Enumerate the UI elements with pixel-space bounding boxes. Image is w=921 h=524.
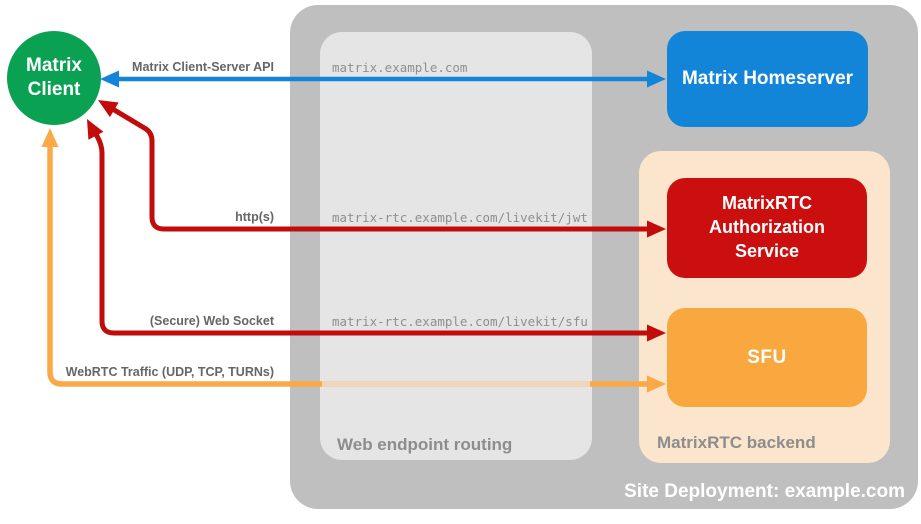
sfu-node: SFU	[667, 308, 867, 407]
arrowhead-icon	[87, 119, 104, 140]
matrix-client-node: Matrix Client	[7, 31, 101, 125]
endpoint-matrix-example-com: matrix.example.com	[332, 60, 468, 75]
arrowhead-icon	[98, 100, 119, 118]
matrix-client-label-line2: Client	[27, 79, 81, 100]
site-deployment-label: Site Deployment: example.com	[624, 481, 905, 502]
auth-service-label-line1: MatrixRTC	[721, 193, 812, 214]
matrix-homeserver-node: Matrix Homeserver	[667, 31, 868, 127]
arrowhead-icon	[100, 70, 119, 88]
endpoint-livekit-sfu: matrix-rtc.example.com/livekit/sfu	[332, 314, 588, 329]
sfu-label: SFU	[747, 346, 787, 368]
client-server-api-label: Matrix Client-Server API	[132, 60, 274, 74]
web-endpoint-routing-label: Web endpoint routing	[337, 435, 513, 454]
matrix-client-label-line1: Matrix	[26, 55, 82, 77]
endpoint-livekit-jwt: matrix-rtc.example.com/livekit/jwt	[332, 210, 588, 225]
matrixrtc-backend-label: MatrixRTC backend	[657, 433, 816, 452]
matrix-homeserver-label: Matrix Homeserver	[681, 68, 854, 89]
auth-service-label-line3: Service	[734, 240, 800, 261]
webrtc-traffic-label: WebRTC Traffic (UDP, TCP, TURNs)	[65, 365, 274, 379]
auth-service-label-line2: Authorization	[709, 217, 825, 238]
web-endpoint-routing-box	[320, 32, 592, 460]
web-socket-label: (Secure) Web Socket	[149, 314, 274, 328]
matrixrtc-authorization-service-node: MatrixRTC Authorization Service	[667, 178, 867, 278]
https-label: http(s)	[235, 210, 274, 224]
arrowhead-icon	[41, 128, 59, 147]
